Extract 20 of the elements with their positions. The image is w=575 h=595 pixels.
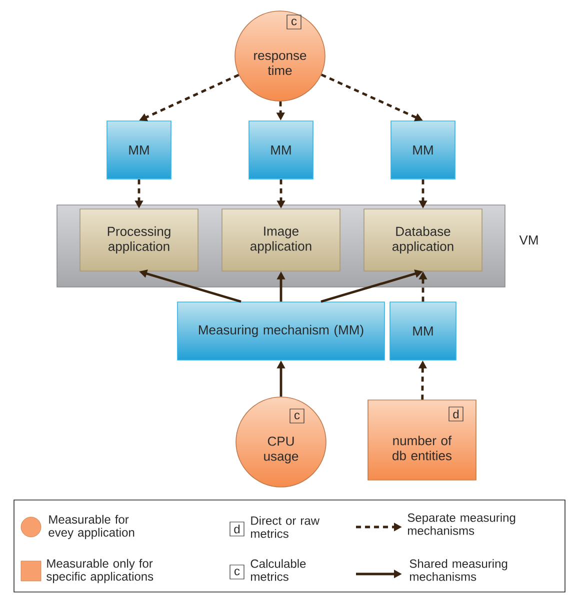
vm-label: VM: [519, 236, 538, 244]
legend-text: Shared measuring mechanisms: [410, 559, 508, 581]
mechanism-box: MM: [390, 302, 456, 360]
legend-text: Separate measuring mechanisms: [408, 513, 516, 535]
metric-type-tag: c: [290, 408, 304, 424]
application-box: Processing application: [80, 208, 198, 272]
metric-type-tag: c: [286, 14, 302, 30]
legend-text: Measurable only for specific applications: [46, 558, 154, 584]
mechanism-box: MM: [390, 120, 456, 180]
legend-text: Measurable for evey application: [48, 514, 134, 540]
legend-text: Direct or raw metrics: [251, 516, 320, 538]
metric-type-tag: c: [230, 564, 244, 580]
application-box: Image application: [222, 208, 340, 272]
mechanism-box: MM: [106, 120, 172, 180]
metric-type-tag: d: [448, 406, 464, 422]
mechanism-box: MM: [248, 120, 314, 180]
mechanism-box: Measuring mechanism (MM): [177, 302, 385, 360]
legend-text: Calculable metrics: [250, 559, 306, 581]
metric-type-tag: d: [230, 522, 244, 536]
application-box: Database application: [364, 208, 482, 272]
